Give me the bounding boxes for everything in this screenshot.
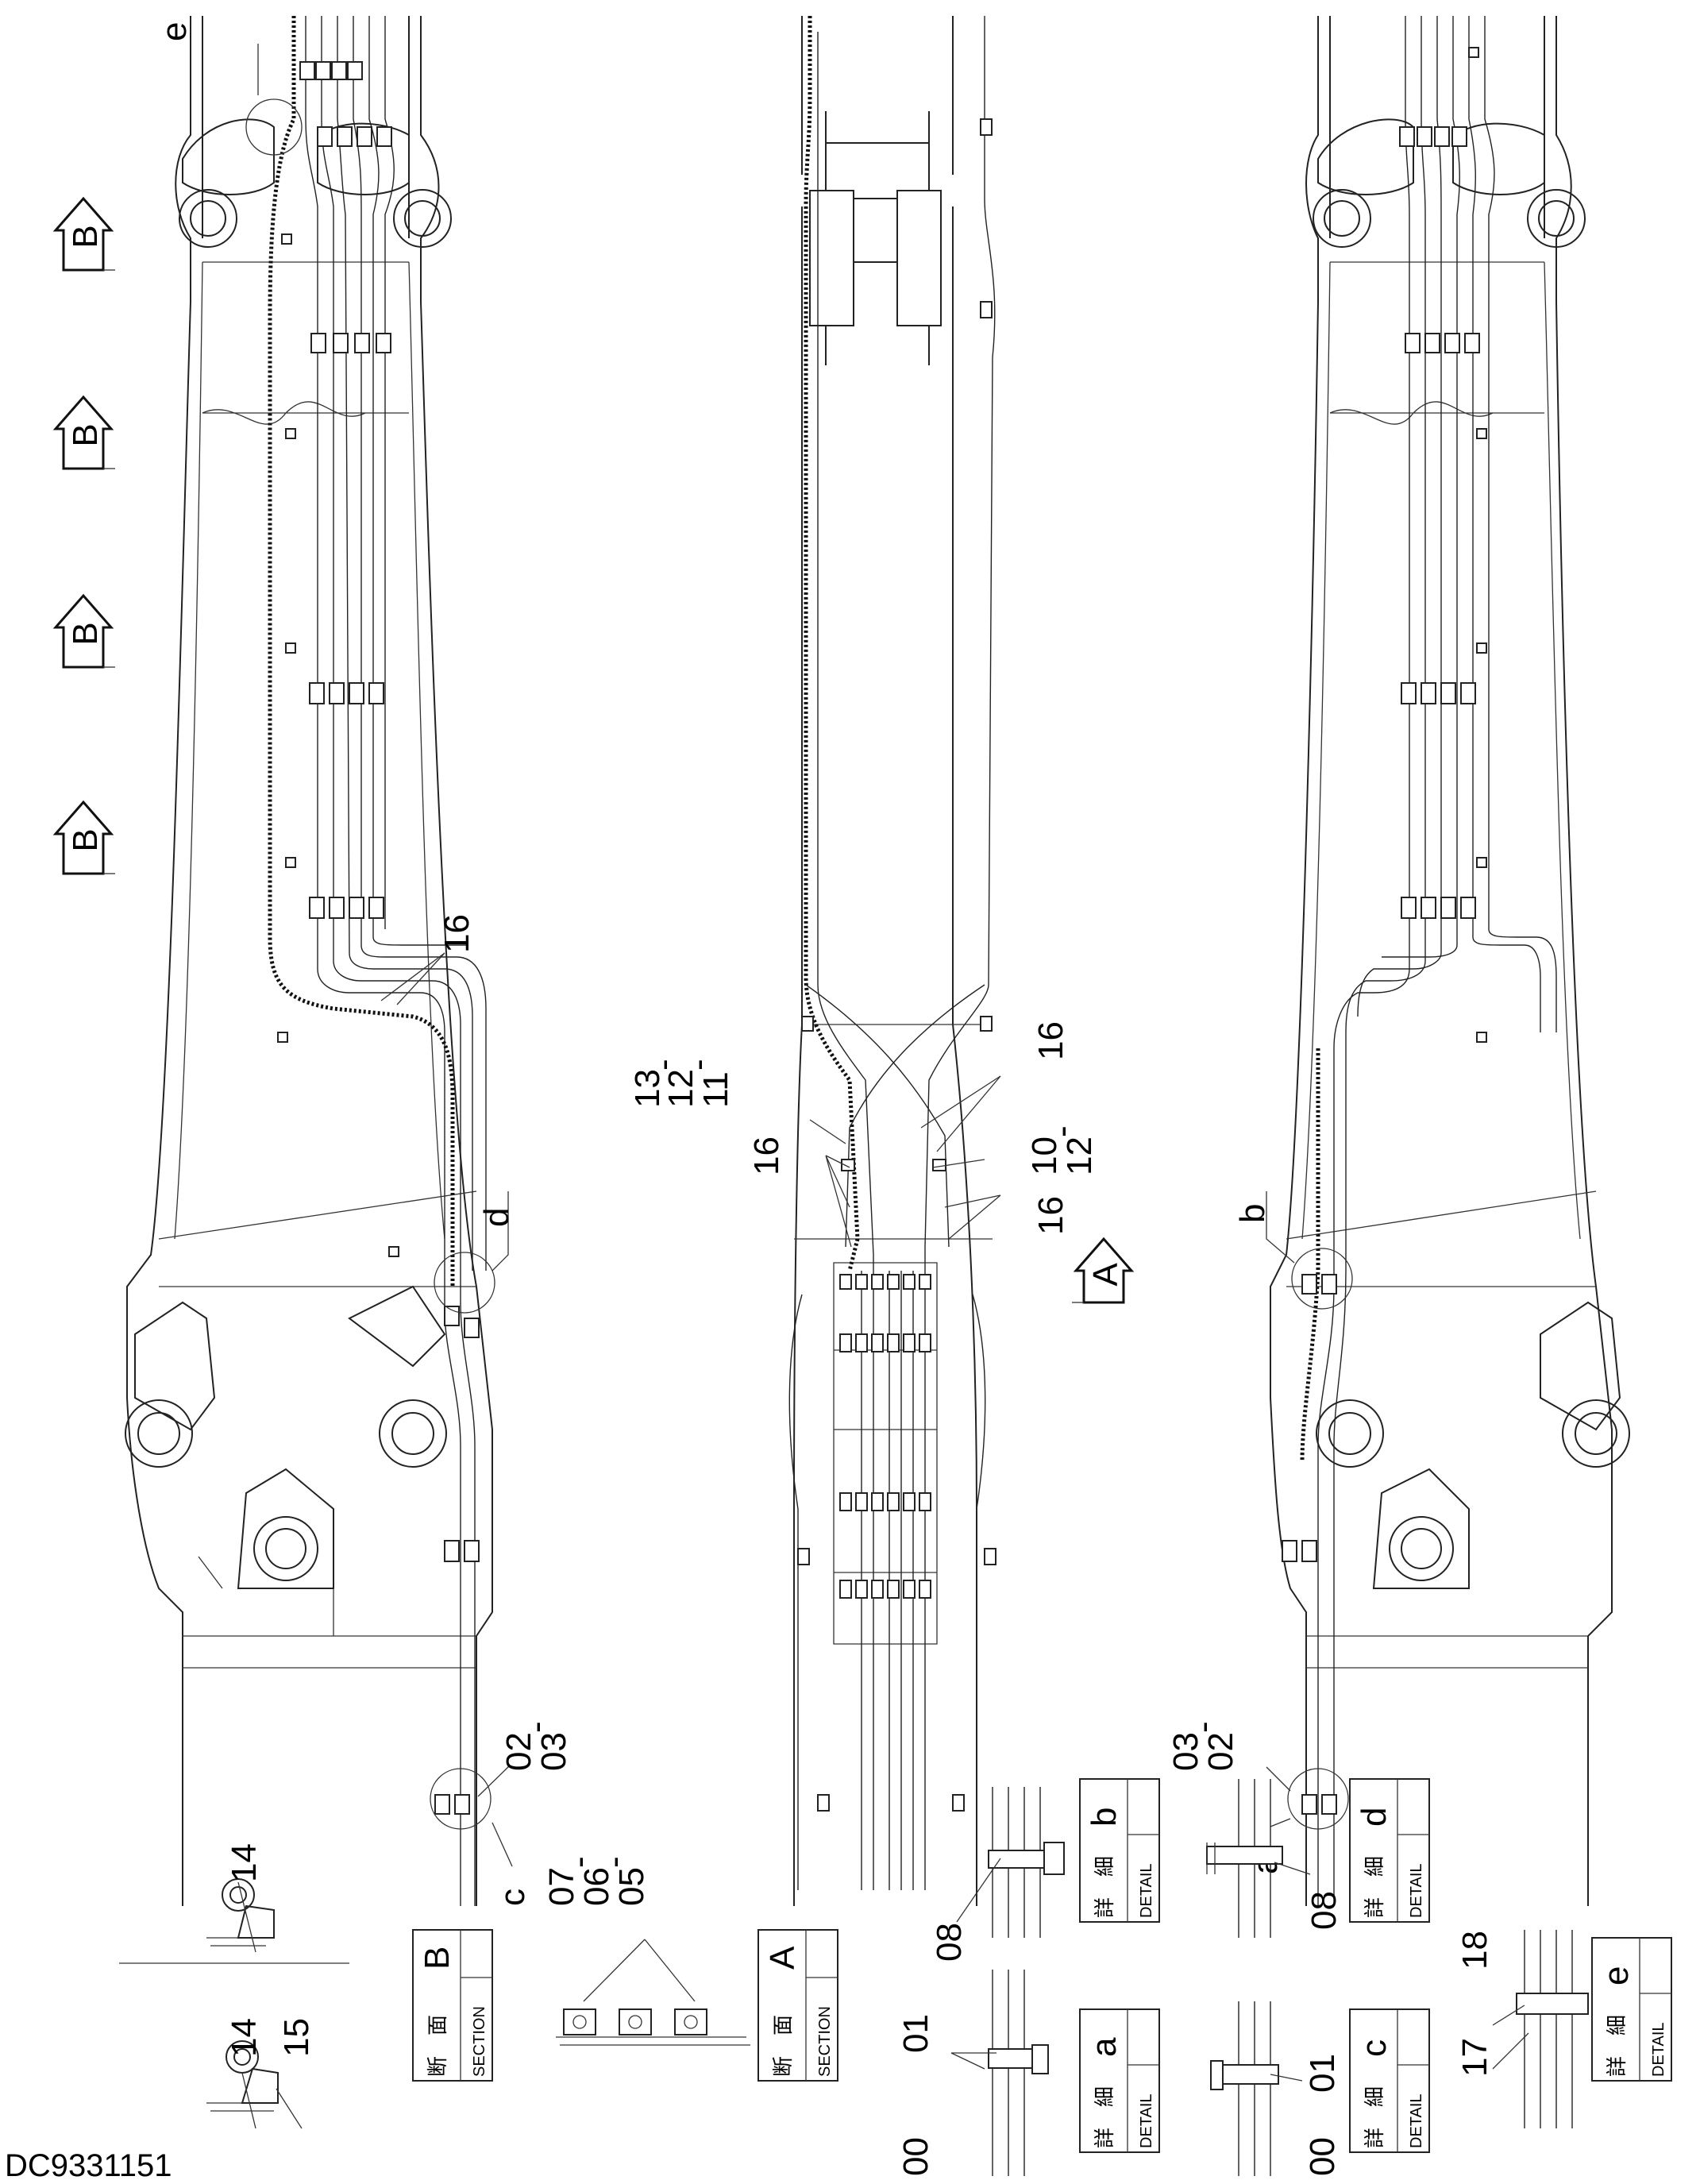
section-b-figures (119, 1878, 349, 2129)
section-a-en: SECTION (816, 2006, 834, 2077)
detail-a-letter: a (1085, 2037, 1124, 2057)
section-b-en: SECTION (471, 2006, 488, 2077)
detail-letter-b: b (1233, 1204, 1272, 1223)
part-12-center-left: 12 (661, 1069, 700, 1108)
view-b-label-3: B (66, 622, 105, 645)
detail-e-box: 詳 細 DETAIL e (1591, 1937, 1672, 2082)
detail-letter-d: d (477, 1208, 516, 1227)
detail-c-letter: c (1355, 2039, 1394, 2057)
detail-a-figure (950, 1970, 1049, 2176)
part-18-detail-e: 18 (1455, 1931, 1494, 1970)
detail-b-figure (956, 1787, 1065, 1938)
part-01-detail-c: 01 (1303, 2054, 1342, 2093)
section-a-letter: A (763, 1946, 802, 1970)
detail-c-en: DETAIL (1408, 2093, 1425, 2148)
dash-10-12: - (1043, 1125, 1081, 1137)
detail-letter-e: e (155, 22, 194, 41)
part-16-left: 16 (438, 914, 476, 953)
detail-d-figure (1206, 1779, 1311, 1938)
detail-b-box: 詳 細 DETAIL b (1079, 1778, 1160, 1923)
detail-d-en: DETAIL (1408, 1863, 1425, 1918)
part-14-section-b-upper: 14 (225, 1843, 264, 1882)
detail-a-jp: 詳 細 (1093, 2086, 1117, 2148)
section-b-letter: B (418, 1947, 457, 1970)
part-16-center-left: 16 (747, 1136, 786, 1175)
part-02-right: 02 (1201, 1732, 1240, 1771)
section-b-jp: 断 面 (426, 2015, 450, 2077)
part-02-left: 02 (499, 1732, 538, 1771)
detail-b-jp: 詳 細 (1093, 1856, 1117, 1918)
part-03-left: 03 (534, 1732, 573, 1771)
detail-c-figure (1210, 2001, 1303, 2176)
part-00-detail-a: 00 (896, 2137, 935, 2176)
part-16-center-bottom: 16 (1031, 1196, 1070, 1235)
drawing-number: DC9331151 (5, 2148, 172, 2183)
part-17-detail-e: 17 (1455, 2038, 1494, 2077)
detail-e-figure (1492, 1930, 1589, 2128)
dash-02-03-left: - (517, 1721, 556, 1733)
detail-a-en: DETAIL (1138, 2093, 1155, 2148)
view-b-label-2: B (66, 423, 105, 446)
part-07-section-a: 07 (542, 1867, 581, 1906)
section-b-box: 断 面 SECTION B (412, 1929, 493, 2082)
detail-c-jp: 詳 細 (1363, 2086, 1387, 2148)
part-11-center: 11 (696, 1071, 735, 1108)
detail-a-box: 詳 細 DETAIL a (1079, 2008, 1160, 2153)
part-14-section-b-lower: 14 (225, 2018, 264, 2057)
view-a-label: A (1086, 1263, 1125, 1287)
dash-03-02-right: - (1184, 1721, 1223, 1733)
view-arrow-b-4: B (52, 800, 115, 875)
detail-c-box: 詳 細 DETAIL c (1349, 2008, 1430, 2153)
detail-d-box: 詳 細 DETAIL d (1349, 1778, 1430, 1923)
detail-e-jp: 詳 細 (1606, 2015, 1629, 2077)
detail-e-en: DETAIL (1650, 2022, 1667, 2077)
detail-b-letter: b (1085, 1808, 1124, 1827)
view-arrow-b-1: B (52, 196, 115, 272)
view-arrow-b-2: B (52, 395, 115, 470)
part-08-detail-d: 08 (1305, 1891, 1343, 1930)
part-16-center-top: 16 (1031, 1021, 1070, 1060)
center-boom-view (788, 16, 1001, 1906)
detail-e-letter: e (1597, 1966, 1636, 1985)
part-06-section-a: 06 (577, 1867, 616, 1906)
part-10-center: 10 (1025, 1136, 1064, 1175)
dash-12-11: - (679, 1059, 718, 1071)
dash-07-06: - (560, 1856, 599, 1868)
section-a-figure (556, 1939, 750, 2046)
part-05-section-a: 05 (612, 1867, 651, 1906)
dash-06-05: - (595, 1856, 634, 1868)
section-a-box: 断 面 SECTION A (757, 1929, 838, 2082)
part-12-center-right: 12 (1060, 1136, 1099, 1175)
part-00-detail-c: 00 (1303, 2137, 1342, 2176)
view-b-label-4: B (66, 828, 105, 851)
part-15-section-b: 15 (277, 2018, 316, 2057)
detail-b-en: DETAIL (1138, 1863, 1155, 1918)
view-arrow-a: A (1072, 1237, 1135, 1304)
part-01-detail-a: 01 (896, 2014, 935, 2053)
view-b-label-1: B (66, 225, 105, 248)
part-08-detail-b: 08 (930, 1923, 969, 1962)
right-boom-view (1266, 16, 1630, 1906)
detail-d-letter: d (1355, 1808, 1394, 1827)
detail-letter-c: c (493, 1889, 532, 1906)
part-03-right: 03 (1166, 1732, 1205, 1771)
detail-d-jp: 詳 細 (1363, 1856, 1387, 1918)
section-a-jp: 断 面 (772, 2015, 796, 2077)
view-arrow-b-3: B (52, 593, 115, 669)
part-13-center: 13 (628, 1069, 667, 1108)
dash-13-12: - (644, 1059, 683, 1071)
left-boom-view (125, 16, 513, 1906)
